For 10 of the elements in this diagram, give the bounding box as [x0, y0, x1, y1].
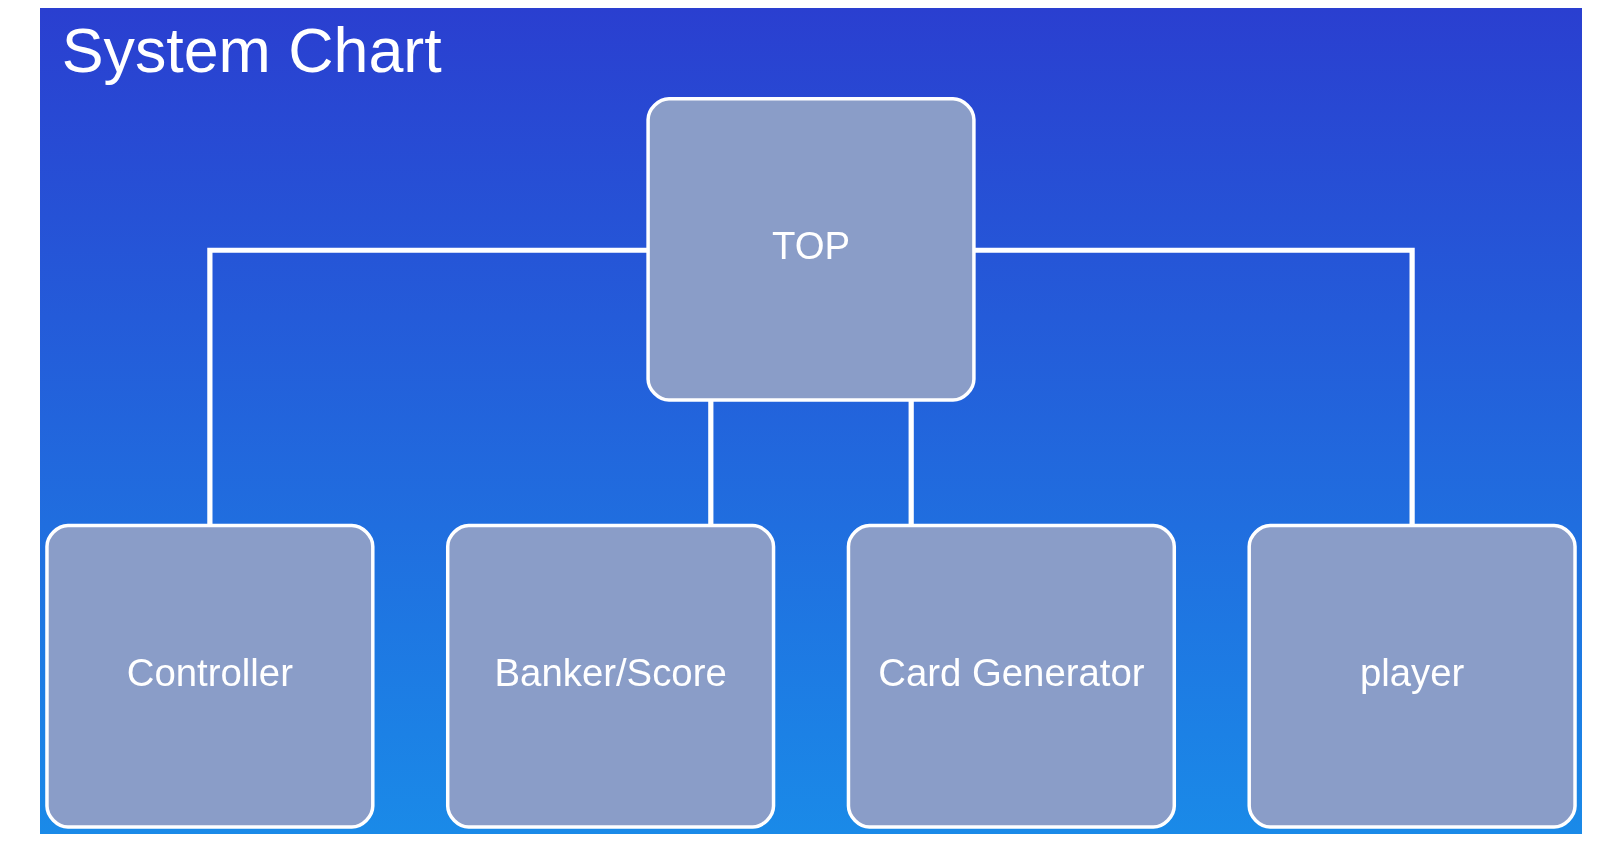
connector — [707, 400, 713, 526]
node-box: TOP — [645, 96, 976, 402]
node-box: player — [1246, 523, 1577, 829]
node-box: Banker/Score — [445, 523, 775, 829]
connector — [973, 247, 1415, 526]
connector — [206, 247, 648, 526]
diagram-title: System Chart — [61, 15, 442, 86]
connector — [908, 400, 914, 526]
node-box: Controller — [44, 523, 375, 829]
node-box: Card Generator — [846, 523, 1176, 829]
